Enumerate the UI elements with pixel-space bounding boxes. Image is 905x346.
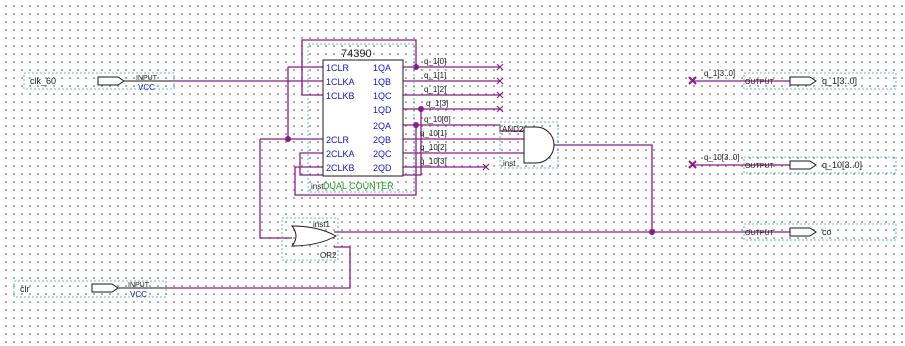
net-labels: q_1[0] q_1[1] q_1[2] q_1[3] q_10[0] q_10… (420, 57, 451, 166)
counter-body (322, 59, 404, 177)
nc-3 (496, 91, 504, 99)
output-co-pin (789, 227, 817, 237)
output-q10-type: OUTPUT (745, 163, 775, 170)
net-label-q10-0: q_10[0] (424, 115, 451, 124)
wire-2qa-loop (294, 125, 417, 196)
and2-body (523, 126, 555, 164)
output-q1[interactable]: q_1[3..0] OUTPUT q_1[3..0] (704, 69, 897, 90)
output-q1-name: q_1[3..0] (822, 76, 857, 86)
nc-5 (482, 163, 490, 171)
output-co-outline (743, 223, 897, 241)
pin-1clka: 1CLKA (326, 77, 355, 87)
pin-1qd: 1QD (373, 105, 392, 115)
output-q10[interactable]: q_10[3..0] OUTPUT q_10[3..0] (704, 153, 897, 174)
output-co-type: OUTPUT (745, 230, 775, 237)
net-label-q1-0: q_1[0] (424, 57, 446, 66)
input-clr-name: clr (20, 284, 30, 294)
junction-1qd (418, 106, 424, 112)
counter-outline (307, 43, 415, 193)
counter-right-pins: 1QA 1QB 1QC 1QD 2QA 2QB 2QC 2QD (373, 63, 392, 173)
junction-clr (285, 136, 291, 142)
input-clk-default: VCC (138, 83, 155, 92)
nc-4 (496, 105, 504, 113)
or2-instance: inst1 (313, 220, 330, 229)
net-label-q10-3: q_10[3] (420, 157, 447, 166)
pin-2clr: 2CLR (326, 135, 350, 145)
no-connect-marks (482, 63, 697, 171)
output-q1-bus-label: q_1[3..0] (704, 69, 735, 78)
output-co[interactable]: OUTPUT co (743, 223, 897, 241)
junction-1qa (413, 64, 419, 70)
input-clk-pin (97, 76, 125, 86)
input-clr-default: VCC (130, 290, 147, 299)
input-clr-pin (91, 283, 119, 293)
counter-74390[interactable]: 74390 1CLR 1CLKA 1CLKB 2CLR 2CLKA 2CLKB … (307, 43, 415, 193)
and2-outline (499, 121, 559, 169)
wire-1qa-loop (301, 39, 417, 96)
output-q1-outline (743, 72, 897, 90)
counter-part-name: 74390 (341, 48, 372, 60)
wire-and-in-top (499, 125, 524, 132)
or2-outline (281, 217, 339, 261)
nc-2 (496, 77, 504, 85)
nc-q10 (688, 160, 697, 169)
junctions (285, 64, 655, 235)
pin-1qa: 1QA (373, 63, 391, 73)
pin-1clkb: 1CLKB (326, 91, 355, 101)
output-co-name: co (822, 227, 832, 237)
net-label-q10-1: q_10[1] (420, 129, 447, 138)
and2-type: AND2 (502, 125, 524, 134)
or2-type: OR2 (320, 251, 337, 260)
net-label-q1-3: q_1[3] (426, 99, 448, 108)
pin-2clkb: 2CLKB (326, 163, 355, 173)
input-clk[interactable]: clk_60 INPUT VCC (23, 72, 175, 92)
wire-and-out (548, 144, 653, 232)
pin-1qc: 1QC (373, 91, 392, 101)
counter-left-pins: 1CLR 1CLKA 1CLKB 2CLR 2CLKA 2CLKB (326, 63, 355, 173)
nc-q1 (688, 76, 697, 85)
output-q10-bus-label: q_10[3..0] (704, 153, 740, 162)
output-q1-type: OUTPUT (745, 79, 775, 86)
pin-2qc: 2QC (373, 149, 392, 159)
output-q10-pin (789, 160, 817, 170)
or2-gate[interactable]: inst1 OR2 (281, 217, 339, 261)
input-clk-name: clk_60 (30, 76, 56, 86)
input-clr[interactable]: clr INPUT VCC (13, 280, 167, 299)
junction-co (649, 229, 655, 235)
counter-desc: DUAL COUNTER (323, 181, 394, 191)
input-clk-outline (23, 72, 175, 90)
junction-2qa (413, 122, 419, 128)
and2-gate[interactable]: AND2 inst (499, 121, 559, 169)
or2-body (290, 225, 338, 247)
pin-1clr: 1CLR (326, 63, 350, 73)
pin-2clka: 2CLKA (326, 149, 355, 159)
wire-or-out-loop (259, 139, 292, 239)
output-q10-outline (743, 156, 897, 174)
output-q10-name: q_10[3..0] (822, 160, 862, 170)
nc-1 (496, 63, 504, 71)
output-q1-pin (789, 76, 817, 86)
pin-2qa: 2QA (373, 121, 391, 131)
input-clr-outline (13, 280, 167, 298)
net-label-q10-2: q_10[2] (420, 143, 447, 152)
wires (166, 39, 790, 289)
and2-instance: inst (503, 159, 516, 168)
wire-clr-input (166, 247, 351, 289)
pin-1qb: 1QB (373, 77, 391, 87)
pin-2qb: 2QB (373, 135, 391, 145)
input-clr-type: INPUT (128, 282, 150, 289)
pin-2qd: 2QD (373, 163, 392, 173)
net-label-q1-2: q_1[2] (424, 85, 446, 94)
net-label-q1-1: q_1[1] (424, 71, 446, 80)
counter-instance: inst (311, 182, 324, 191)
input-clk-type: INPUT (136, 75, 158, 82)
